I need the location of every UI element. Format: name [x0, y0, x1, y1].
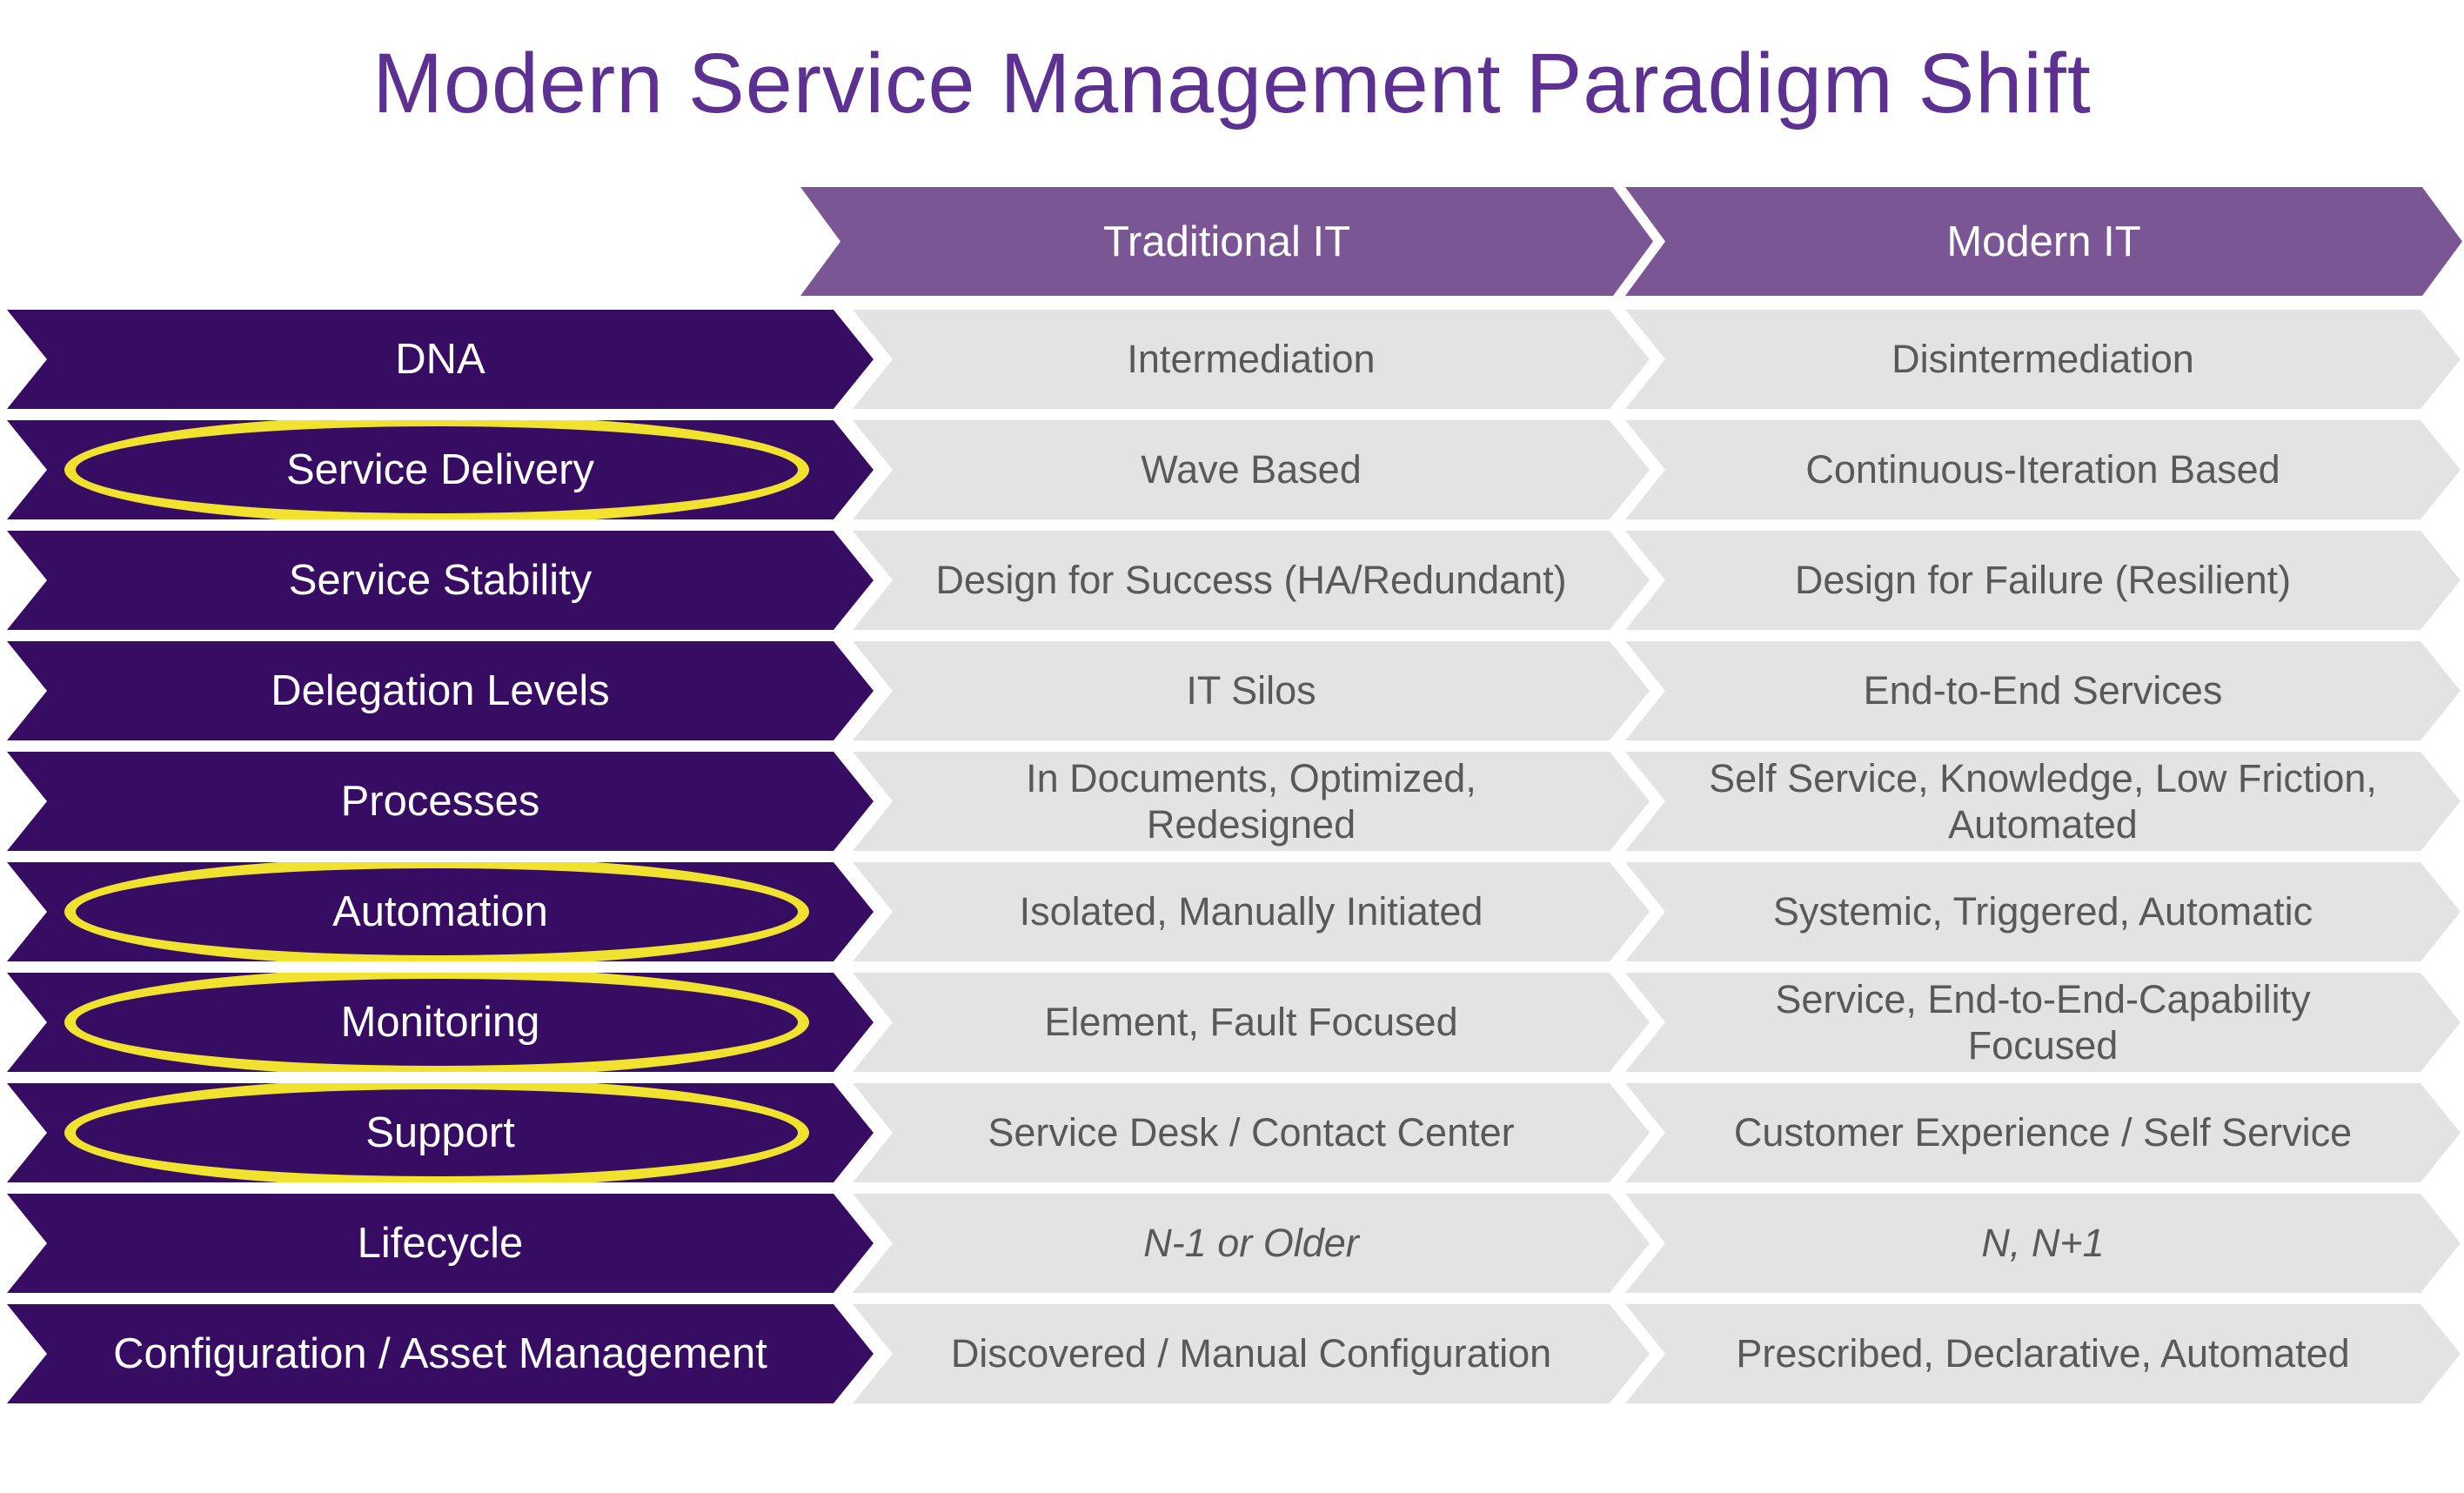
traditional-cell-text: Service Desk / Contact Center [988, 1110, 1515, 1155]
row-label-cell: Automation [7, 862, 874, 961]
traditional-cell: Design for Success (HA/Redundant) [853, 531, 1650, 630]
traditional-cell: Discovered / Manual Configuration [853, 1304, 1650, 1403]
row-label: Service Delivery [286, 446, 594, 493]
traditional-cell: IT Silos [853, 641, 1650, 740]
table-row: DNA Intermediation Disintermediation [0, 310, 2464, 409]
modern-cell: Disintermediation [1625, 310, 2461, 409]
modern-cell-text: Disintermediation [1892, 337, 2194, 382]
column-header-row: Traditional IT Modern IT [0, 187, 2464, 296]
table-row: Automation Isolated, Manually Initiated … [0, 862, 2464, 961]
table-row: Delegation Levels IT Silos End-to-End Se… [0, 641, 2464, 740]
table-row: Monitoring Element, Fault Focused Servic… [0, 973, 2464, 1072]
row-label-cell: Service Stability [7, 531, 874, 630]
row-label-cell: Lifecycle [7, 1194, 874, 1293]
row-label: Lifecycle [357, 1220, 524, 1267]
modern-cell: Customer Experience / Self Service [1625, 1083, 2461, 1182]
row-label: Processes [340, 778, 540, 825]
modern-cell: Service, End-to-End-Capability Focused [1625, 973, 2461, 1072]
traditional-cell: Element, Fault Focused [853, 973, 1650, 1072]
page-title: Modern Service Management Paradigm Shift [372, 36, 2092, 131]
modern-cell: Systemic, Triggered, Automatic [1625, 862, 2461, 961]
modern-cell: Prescribed, Declarative, Automated [1625, 1304, 2461, 1403]
traditional-cell-text: IT Silos [1186, 668, 1316, 713]
table-row: Service Delivery Wave Based Continuous-I… [0, 420, 2464, 519]
modern-cell-text: End-to-End Services [1863, 668, 2223, 713]
column-header-modern: Modern IT [1625, 187, 2462, 296]
table-row: Lifecycle N-1 or Older N, N+1 [0, 1194, 2464, 1293]
traditional-cell: Isolated, Manually Initiated [853, 862, 1650, 961]
traditional-cell: Intermediation [853, 310, 1650, 409]
modern-cell: Self Service, Knowledge, Low Friction, A… [1625, 752, 2461, 851]
row-label: Configuration / Asset Management [113, 1330, 767, 1377]
row-label: Support [365, 1109, 515, 1156]
modern-cell: Continuous-Iteration Based [1625, 420, 2461, 519]
traditional-cell-text: Design for Success (HA/Redundant) [935, 558, 1567, 603]
modern-cell: Design for Failure (Resilient) [1625, 531, 2461, 630]
table-row: Service Stability Design for Success (HA… [0, 531, 2464, 630]
row-label-cell: Delegation Levels [7, 641, 874, 740]
row-label-cell: DNA [7, 310, 874, 409]
traditional-cell-text: Element, Fault Focused [1044, 1000, 1458, 1045]
row-label: Monitoring [340, 999, 540, 1046]
modern-cell-text: Systemic, Triggered, Automatic [1772, 889, 2313, 934]
column-header-traditional-label: Traditional IT [1102, 218, 1351, 265]
traditional-cell: In Documents, Optimized, Redesigned [853, 752, 1650, 851]
modern-cell-text: Self Service, Knowledge, Low Friction, A… [1709, 755, 2377, 847]
traditional-cell-text: Wave Based [1141, 447, 1362, 492]
row-label-cell: Processes [7, 752, 874, 851]
traditional-cell-text: Intermediation [1127, 337, 1376, 382]
traditional-cell-text: Discovered / Manual Configuration [950, 1331, 1552, 1376]
table-row: Support Service Desk / Contact Center Cu… [0, 1083, 2464, 1182]
modern-cell: N, N+1 [1625, 1194, 2461, 1293]
row-label: Service Stability [288, 557, 593, 604]
row-label-cell: Configuration / Asset Management [7, 1304, 874, 1403]
row-label-cell: Support [7, 1083, 874, 1182]
modern-cell-text: N, N+1 [1981, 1221, 2105, 1266]
traditional-cell: Wave Based [853, 420, 1650, 519]
modern-cell-text: Continuous-Iteration Based [1805, 447, 2280, 492]
table-row: Configuration / Asset Management Discove… [0, 1304, 2464, 1403]
column-header-traditional: Traditional IT [800, 187, 1653, 296]
row-label-cell: Monitoring [7, 973, 874, 1072]
comparison-table: DNA Intermediation Disintermediation Ser… [0, 310, 2464, 1415]
modern-cell-text: Prescribed, Declarative, Automated [1736, 1331, 2350, 1376]
row-label-cell: Service Delivery [7, 420, 874, 519]
modern-cell-text: Customer Experience / Self Service [1733, 1110, 2353, 1155]
column-header-modern-label: Modern IT [1946, 218, 2141, 265]
traditional-cell: Service Desk / Contact Center [853, 1083, 1650, 1182]
traditional-cell-text: In Documents, Optimized, Redesigned [1026, 755, 1476, 847]
table-row: Processes In Documents, Optimized, Redes… [0, 752, 2464, 851]
row-label: Delegation Levels [271, 667, 610, 714]
row-label: Automation [332, 888, 548, 935]
modern-cell-text: Design for Failure (Resilient) [1794, 558, 2292, 603]
traditional-cell: N-1 or Older [853, 1194, 1650, 1293]
modern-cell: End-to-End Services [1625, 641, 2461, 740]
row-label: DNA [395, 336, 485, 383]
modern-cell-text: Service, End-to-End-Capability Focused [1775, 976, 2311, 1068]
traditional-cell-text: N-1 or Older [1143, 1221, 1359, 1266]
traditional-cell-text: Isolated, Manually Initiated [1019, 889, 1483, 934]
